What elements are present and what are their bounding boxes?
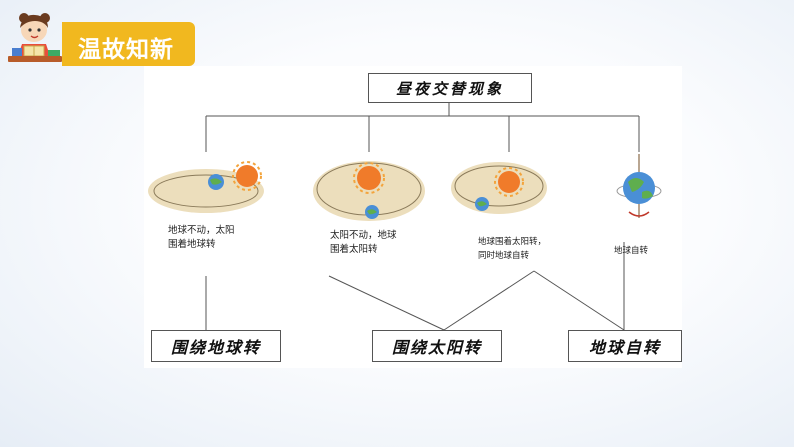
orbit-earth-label: 围绕地球转 [151,330,281,362]
scene-1-line1: 地球不动，太阳 [168,225,235,236]
scene-4-caption: 地球自转 [614,244,648,258]
scene-3-line2: 同时地球自转 [478,251,530,261]
scene-2-line2: 围着太阳转 [330,244,378,255]
orbit-sun-label: 围绕太阳转 [372,330,502,362]
scene-1-line2: 围着地球转 [168,239,216,250]
day-night-phenomenon-label: 昼夜交替现象 [368,73,532,103]
scene-2-caption: 太阳不动，地球围着太阳转 [330,229,397,257]
earth-orbits-and-rotates-icon [451,162,547,214]
title-banner: 温故知新 [62,22,195,66]
connector-lines [148,103,662,331]
scene-1-caption: 地球不动，太阳围着地球转 [168,224,235,252]
earth-orbits-sun-icon [313,161,425,221]
scene-2-line1: 太阳不动，地球 [330,230,397,241]
sun-orbits-earth-icon [148,161,264,213]
scene-3-caption: 地球围着太阳转， 同时地球自转 [478,235,546,263]
diagram-panel: 昼夜交替现象 地球不动，太阳围着地球转 太阳不动，地球围着太阳转 地球围着太阳转… [144,66,682,368]
page-title: 温故知新 [78,37,174,63]
earth-rotation-icon [616,154,662,218]
scene-4-line1: 地球自转 [614,246,649,256]
earth-rotation-label: 地球自转 [568,330,682,362]
scene-3-line1: 地球围着太阳转， [478,237,547,247]
student-reading-icon [2,8,68,68]
